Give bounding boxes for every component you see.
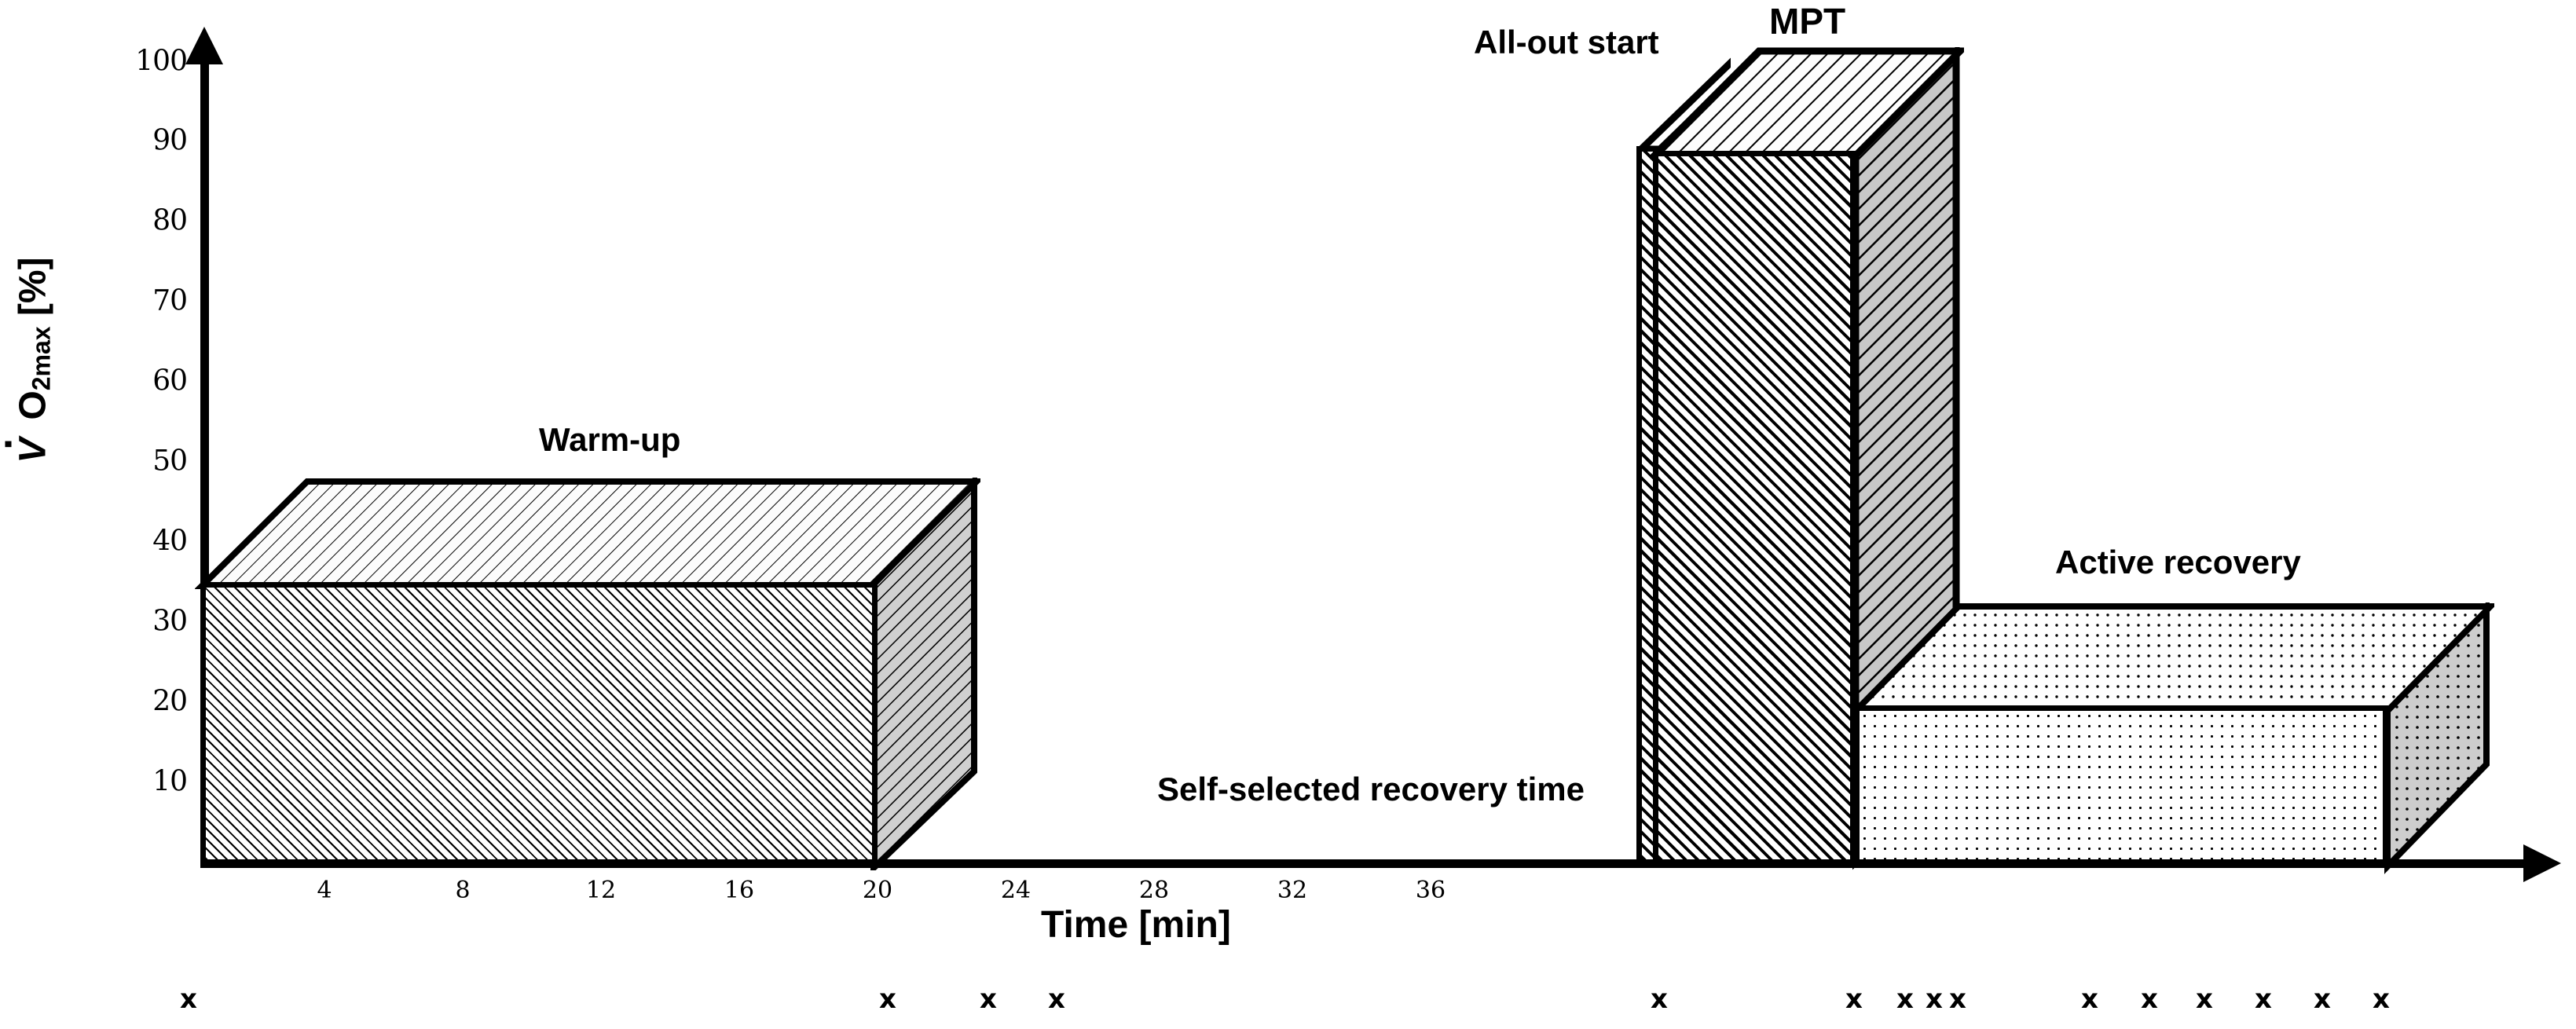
y-axis-line xyxy=(200,61,209,864)
active-recovery-label: Active recovery xyxy=(2055,544,2301,580)
x-tick-8: 8 xyxy=(455,877,471,904)
self-selected-recovery-time-label: Self-selected recovery time xyxy=(1157,771,1585,807)
x-tick-24: 24 xyxy=(1000,877,1031,904)
sample-marker: x xyxy=(1949,983,1966,1015)
y-axis-arrowhead xyxy=(185,27,223,64)
warm-up-front-face xyxy=(200,582,878,865)
warm-up-label: Warm-up xyxy=(539,421,681,458)
x-tick-12: 12 xyxy=(585,877,617,904)
sample-marker: x xyxy=(1048,983,1065,1015)
x-axis-arrowhead xyxy=(2523,844,2561,882)
x-tick-28: 28 xyxy=(1138,877,1170,904)
all-out-start-label: All-out start xyxy=(1474,24,1659,60)
sample-marker: x xyxy=(879,983,896,1015)
x-tick-16: 16 xyxy=(724,877,755,904)
sample-marker: x xyxy=(2141,983,2158,1015)
active-recovery-front-face xyxy=(1854,705,2388,865)
x-axis-title: Time [min] xyxy=(1041,904,1231,946)
x-tick-20: 20 xyxy=(862,877,893,904)
sample-marker: x xyxy=(1926,983,1943,1015)
x-tick-36: 36 xyxy=(1415,877,1446,904)
warm-up-top-face xyxy=(195,478,980,589)
sample-marker: x xyxy=(1896,983,1914,1015)
mpt-front-face xyxy=(1653,151,1856,865)
sample-marker: x xyxy=(2373,983,2390,1015)
x-axis-line xyxy=(200,859,2526,868)
sample-marker: x xyxy=(2255,983,2272,1015)
mpt-top-face xyxy=(1650,47,1964,159)
sample-marker: x xyxy=(1845,983,1863,1015)
active-recovery-top-face xyxy=(1850,603,2494,714)
sample-marker: x xyxy=(2314,983,2331,1015)
sample-marker: x xyxy=(2081,983,2098,1015)
y-axis-title: V O2max [%] xyxy=(12,231,57,490)
sample-marker: x xyxy=(980,983,997,1015)
x-tick-32: 32 xyxy=(1277,877,1308,904)
mpt-label: MPT xyxy=(1769,1,1846,42)
sample-marker: x xyxy=(2196,983,2213,1015)
sample-marker: x xyxy=(180,983,197,1015)
x-tick-4: 4 xyxy=(317,877,332,904)
sample-marker: x xyxy=(1651,983,1668,1015)
